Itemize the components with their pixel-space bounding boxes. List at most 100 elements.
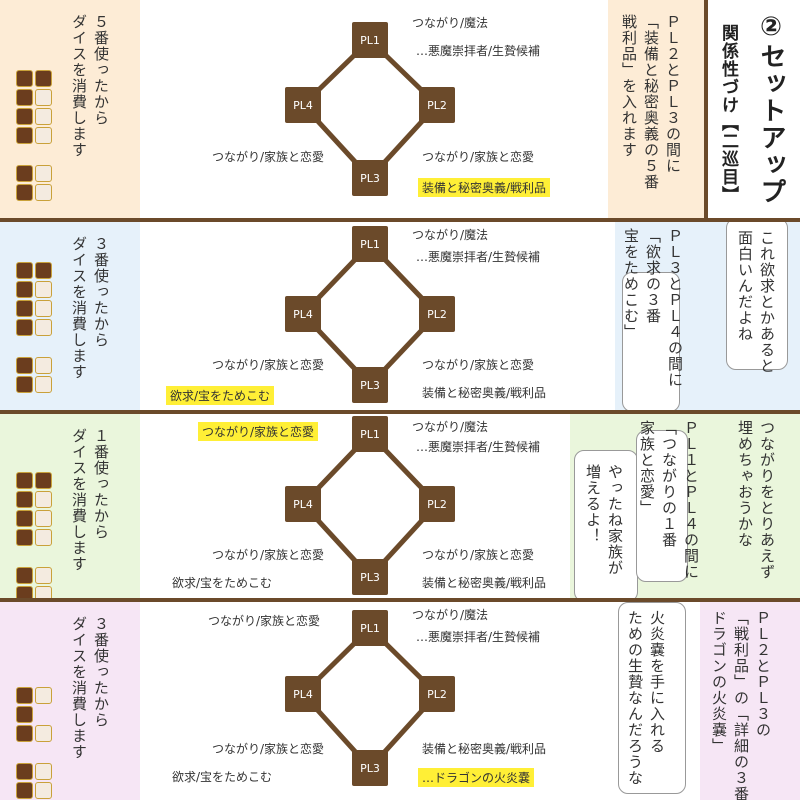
panel-4: ３番使ったから ダイスを消費します PL1 PL4 PL2 PL3 つながり/家… <box>0 602 800 800</box>
node-pl1: PL1 <box>352 226 388 262</box>
label-pl1-link: つながり/魔法 <box>412 228 489 242</box>
node-pl2: PL2 <box>419 676 455 712</box>
title-sub: 関係性づけ【二巡目】 <box>718 24 738 204</box>
node-pl4: PL4 <box>285 676 321 712</box>
die-icon <box>35 529 52 546</box>
die-icon <box>16 319 33 336</box>
right-note: ＰＬ２とＰＬ３の 「戦利品」の「詳細の３番 ドラゴンの火炎嚢」 <box>710 610 772 800</box>
die-icon <box>16 300 33 317</box>
label-left-mid: つながり/家族と恋愛 <box>212 358 325 372</box>
die-icon <box>35 184 52 201</box>
die-icon <box>35 472 52 489</box>
title-box: ②セットアップ 関係性づけ【二巡目】 <box>704 0 800 218</box>
die-icon <box>35 510 52 527</box>
label-right-mid: つながり/家族と恋愛 <box>422 358 535 372</box>
label-right-mid: つながり/家族と恋愛 <box>422 548 535 562</box>
comment-text-2: やったね家族が 増えるよ！ <box>584 464 624 576</box>
die-icon <box>16 70 33 87</box>
label-bottom: 装備と秘密奥義/戦利品 <box>422 576 547 590</box>
label-bottom-highlight: …ドラゴンの火炎嚢 <box>418 768 535 787</box>
right-column-bg <box>700 602 800 800</box>
die-icon <box>35 108 52 125</box>
die-icon <box>16 281 33 298</box>
die-icon <box>35 127 52 144</box>
die-icon <box>16 529 33 546</box>
label-pl1-link: つながり/魔法 <box>412 608 489 622</box>
panel-2: ３番使ったから ダイスを消費します PL1 PL4 PL2 PL3 つながり/魔… <box>0 222 800 414</box>
node-pl2: PL2 <box>419 296 455 332</box>
label-pl1-detail: …悪魔崇拝者/生贄候補 <box>416 250 541 264</box>
right-note: ＰＬ１とＰＬ４の間に 「つながりの１番 家族と恋愛」 <box>638 420 700 580</box>
die-icon <box>35 262 52 279</box>
die-icon <box>35 165 52 182</box>
node-pl3: PL3 <box>352 750 388 786</box>
label-left-mid: つながり/家族と恋愛 <box>212 150 325 164</box>
comment-bubble <box>726 222 788 370</box>
die-icon <box>16 376 33 393</box>
die-icon <box>35 300 52 317</box>
title-main: ②セットアップ <box>756 12 786 205</box>
die-icon <box>16 491 33 508</box>
die-icon <box>35 763 52 780</box>
dice-grid <box>16 668 52 799</box>
label-pl1-link: つながり/魔法 <box>412 420 489 434</box>
comment-text: 火炎嚢を手に入れる ための生贄なんだろうな <box>626 610 666 786</box>
die-icon <box>35 357 52 374</box>
die-icon <box>16 184 33 201</box>
node-pl4: PL4 <box>285 486 321 522</box>
die-icon <box>35 319 52 336</box>
die-icon <box>35 567 52 584</box>
comment-bubble <box>618 602 686 794</box>
die-icon <box>35 376 52 393</box>
comment-text: これ欲求とかあると 面白いんだよね <box>736 230 776 374</box>
node-pl4: PL4 <box>285 87 321 123</box>
panel-3: １番使ったから ダイスを消費します PL1 PL4 PL2 PL3 つながり/家… <box>0 414 800 602</box>
right-note: ＰＬ２とＰＬ３の間に 「装備と秘密奥義の５番 戦利品」を入れます <box>620 14 682 190</box>
label-left-low: 欲求/宝をためこむ <box>172 770 273 784</box>
comment-bubble-small <box>574 450 638 598</box>
label-pl1-detail: …悪魔崇拝者/生贄候補 <box>416 630 541 644</box>
speech-bubble <box>636 430 688 582</box>
die-icon <box>35 687 52 704</box>
die-icon <box>16 108 33 125</box>
dice-note: ５番使ったから ダイスを消費します <box>70 14 110 158</box>
speech-bubble <box>622 272 680 410</box>
die-icon <box>16 706 33 723</box>
node-pl2: PL2 <box>419 486 455 522</box>
die-icon <box>16 763 33 780</box>
die-icon <box>16 782 33 799</box>
dice-note: １番使ったから ダイスを消費します <box>70 428 110 572</box>
label-pl1-detail: …悪魔崇拝者/生贄候補 <box>416 44 541 58</box>
die-icon <box>16 165 33 182</box>
die-icon <box>16 586 33 598</box>
die-icon <box>16 357 33 374</box>
die-icon <box>16 567 33 584</box>
node-pl4: PL4 <box>285 296 321 332</box>
die-icon <box>35 725 52 742</box>
label-bottom-highlight: 装備と秘密奥義/戦利品 <box>418 178 551 197</box>
die-icon <box>16 262 33 279</box>
label-left-low-highlight: 欲求/宝をためこむ <box>166 386 275 405</box>
die-icon <box>35 491 52 508</box>
panel-1: ５番使ったから ダイスを消費します PL1 PL4 PL2 PL3 つながり/魔… <box>0 0 800 222</box>
die-icon <box>35 281 52 298</box>
die-icon <box>35 89 52 106</box>
die-icon <box>16 127 33 144</box>
die-icon <box>35 782 52 799</box>
label-left-low: 欲求/宝をためこむ <box>172 576 273 590</box>
node-pl3: PL3 <box>352 367 388 403</box>
label-left-mid: つながり/家族と恋愛 <box>212 548 325 562</box>
dice-grid <box>16 262 52 393</box>
die-icon <box>16 687 33 704</box>
die-icon <box>16 725 33 742</box>
dice-note: ３番使ったから ダイスを消費します <box>70 236 110 380</box>
node-pl3: PL3 <box>352 160 388 196</box>
node-pl1: PL1 <box>352 22 388 58</box>
dice-note: ３番使ったから ダイスを消費します <box>70 616 110 760</box>
label-pl1-link: つながり/魔法 <box>412 16 489 30</box>
label-right-mid: つながり/家族と恋愛 <box>422 150 535 164</box>
right-column-bg <box>608 0 708 218</box>
node-pl2: PL2 <box>419 87 455 123</box>
dice-grid <box>16 472 52 598</box>
label-pl1-detail: …悪魔崇拝者/生贄候補 <box>416 440 541 454</box>
